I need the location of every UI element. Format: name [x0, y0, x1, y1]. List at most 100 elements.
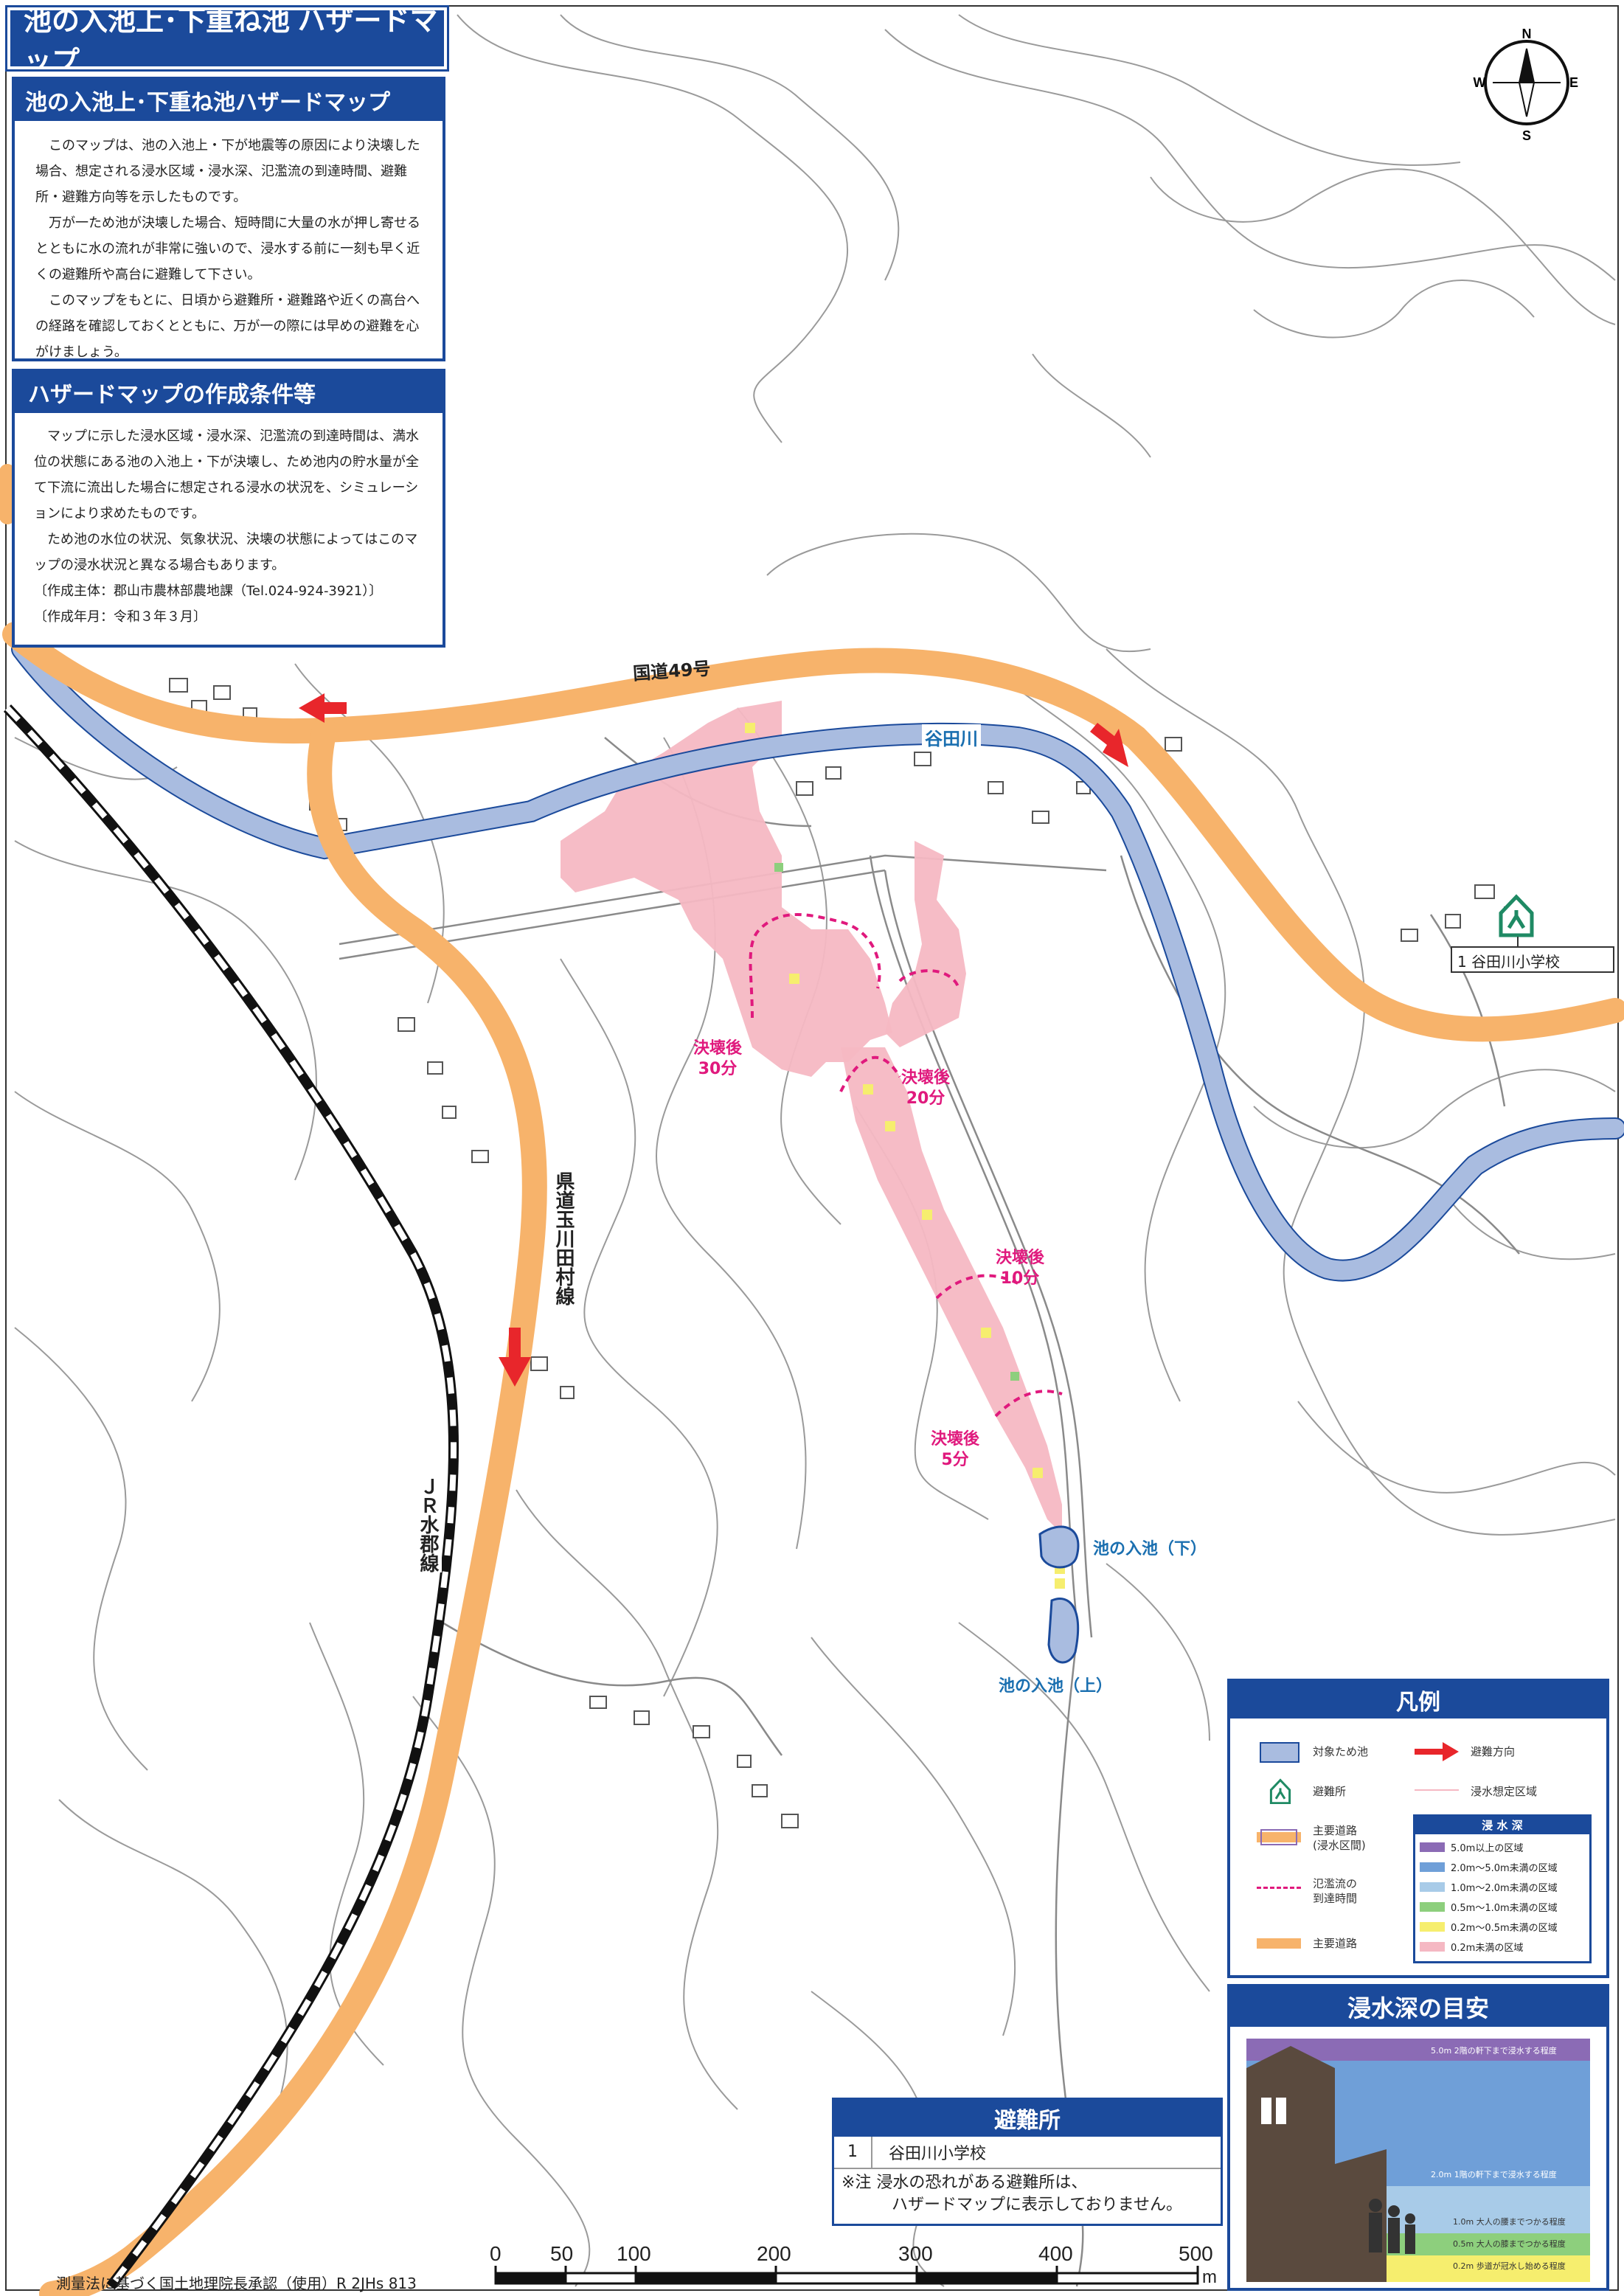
legend-shelter-icon	[1269, 1778, 1291, 1804]
depth-guide-item-05m: 0.5m 大人の膝までつかる程度	[1453, 2238, 1566, 2250]
evacuation-arrows	[299, 693, 1128, 1387]
arrival-20-line1: 決壊後	[901, 1069, 951, 1087]
national-route-49	[2, 622, 1624, 1042]
intro-paragraph-2: 万が一ため池が決壊した場合、短時間に大量の水が押し寄せるとともに水の流れが非常に…	[35, 215, 420, 282]
evac-arrow-east	[1090, 723, 1128, 767]
shelter-note-line1: ※注 浸水の恐れがある避難所は、	[842, 2174, 1088, 2192]
depth-legend-label: 5.0m以上の区域	[1451, 1843, 1524, 1854]
legend-evac-label: 避難方向	[1471, 1745, 1516, 1758]
legend-pond-label: 対象ため池	[1313, 1745, 1369, 1758]
main-roads	[0, 464, 1624, 2296]
legend-title: 凡例	[1230, 1682, 1606, 1718]
conditions-author: 〔作成主体：郡山市農林部農地課（Tel.024-924-3921）〕	[34, 583, 383, 599]
intro-paragraph-1: このマップは、池の入池上・下が地震等の原因により決壊した場合、想定される浸水区域…	[35, 138, 420, 205]
depth-legend-title: 浸 水 深	[1415, 1817, 1589, 1834]
depth-legend-row: 0.5m～1.0m未満の区域	[1420, 1897, 1585, 1917]
intro-heading: 池の入池上･下重ね池ハザードマップ	[15, 80, 443, 121]
shelter-icon	[1499, 894, 1534, 937]
label-shelter-school[interactable]: 1 谷田川小学校	[1457, 953, 1561, 971]
depth-guide-title: 浸水深の目安	[1230, 1987, 1606, 2027]
scale-tick-400: 400	[1038, 2242, 1073, 2265]
guide-2m-text: 1階の軒下まで浸水する程度	[1454, 2170, 1557, 2179]
guide-02m-value: 0.2m	[1453, 2261, 1474, 2271]
scale-tick-50: 50	[550, 2242, 574, 2265]
legend-flood-area-label: 浸水想定区域	[1471, 1785, 1538, 1798]
arrival-time-lines	[749, 913, 1063, 1418]
shelter-row-name: 谷田川小学校	[889, 2145, 987, 2163]
scale-bar	[494, 2266, 1199, 2285]
compass-n: N	[1522, 27, 1532, 41]
depth-guide-item-02m: 0.2m 歩道が冠水し始める程度	[1453, 2260, 1566, 2272]
conditions-date: 〔作成年月：令和３年３月〕	[34, 609, 207, 625]
depth-legend-swatch	[1420, 1842, 1445, 1852]
arrival-label-5min: 決壊後 5分	[931, 1429, 979, 1471]
arrival-label-20min: 決壊後 20分	[901, 1068, 950, 1109]
guide-1m-text: 大人の腰までつかる程度	[1476, 2217, 1566, 2227]
guide-5m-text: 2階の軒下まで浸水する程度	[1454, 2046, 1557, 2056]
guide-1m-value: 1.0m	[1453, 2217, 1474, 2227]
guide-5m-value: 5.0m	[1431, 2046, 1452, 2056]
arrival-label-10min: 決壊後 10分	[996, 1248, 1044, 1289]
legend-main-road-label: 主要道路	[1313, 1937, 1358, 1950]
flood-area-upper	[561, 701, 892, 1077]
depth-legend-swatch	[1420, 1902, 1445, 1912]
legend-main-road-flooded-swatch	[1257, 1829, 1301, 1845]
legend-evac-arrow	[1415, 1742, 1459, 1761]
depth-legend-label: 2.0m～5.0m未満の区域	[1451, 1863, 1558, 1874]
label-route-49: 国道49号	[632, 658, 712, 684]
conditions-heading: ハザードマップの作成条件等	[15, 372, 443, 413]
guide-02m-text: 歩道が冠水し始める程度	[1476, 2261, 1566, 2271]
compass: N S E W	[1474, 27, 1579, 143]
guide-05m-value: 0.5m	[1453, 2239, 1474, 2249]
depth-legend: 浸 水 深 5.0m以上の区域 2.0m～5.0m未満の区域 1.0m～2.0m未満…	[1413, 1814, 1592, 1963]
arrival-10-line2: 10分	[1000, 1269, 1040, 1288]
school-label-box	[1451, 946, 1614, 973]
depth-legend-swatch	[1420, 1862, 1445, 1872]
scale-tick-100: 100	[617, 2242, 651, 2265]
jr-suigun-line	[3, 704, 459, 2290]
target-ponds	[1038, 1525, 1080, 1664]
scale-tick-500: 500	[1179, 2242, 1213, 2265]
depth-legend-swatch	[1420, 1942, 1445, 1952]
guide-2m-value: 2.0m	[1431, 2170, 1452, 2179]
conditions-body: マップに示した浸水区域・浸水深、氾濫流の到達時間は、満水位の状態にある池の入池上…	[15, 413, 443, 630]
label-pref-road: 県道玉川田村線	[550, 1171, 577, 1305]
shelter-row-1[interactable]: 1 谷田川小学校	[834, 2137, 1221, 2169]
flood-area-valley	[841, 1047, 1062, 1534]
arrival-20-line2: 20分	[906, 1089, 945, 1108]
label-jr-line: ＪＲ水郡線	[414, 1477, 442, 1572]
depth-legend-label: 1.0m～2.0m未満の区域	[1451, 1883, 1558, 1894]
map-frame	[5, 5, 1619, 2291]
legend-main-road-swatch	[1257, 1938, 1301, 1949]
evac-arrow-west	[299, 693, 347, 723]
legend-arrival-line	[1257, 1887, 1301, 1889]
pond-lower	[1038, 1525, 1080, 1569]
depth-legend-row: 5.0m以上の区域	[1420, 1837, 1585, 1857]
conditions-paragraph-2: ため池の水位の状況、気象状況、決壊の状態によってはこのマップの浸水状況と異なる場…	[34, 532, 418, 573]
flood-depth-cells	[745, 723, 1065, 1589]
arrival-30-line2: 30分	[698, 1060, 738, 1078]
legend-shelter-label: 避難所	[1313, 1785, 1347, 1798]
depth-legend-row: 2.0m～5.0m未満の区域	[1420, 1857, 1585, 1877]
shelter-panel: 避難所 1 谷田川小学校 ※注 浸水の恐れがある避難所は、 ハザードマップに表示…	[832, 2098, 1223, 2226]
compass-e: E	[1569, 75, 1578, 90]
legend-panel: 凡例 対象ため池 避難方向 避難所 浸水想定区域 主要道路 (浸水区間) 氾濫流…	[1227, 1679, 1609, 1978]
depth-legend-rows: 5.0m以上の区域 2.0m～5.0m未満の区域 1.0m～2.0m未満の区域 0.5…	[1415, 1834, 1589, 1960]
shelter-row-no: 1	[834, 2137, 872, 2168]
depth-guide-item-2m: 2.0m 1階の軒下まで浸水する程度	[1431, 2168, 1557, 2180]
scale-tick-300: 300	[898, 2242, 933, 2265]
depth-legend-row: 0.2m未満の区域	[1420, 1937, 1585, 1957]
evac-arrow-south	[499, 1328, 531, 1387]
label-pond-upper: 池の入池（上）	[999, 1677, 1113, 1696]
arrival-5-line2: 5分	[941, 1451, 969, 1469]
scale-tick-0: 0	[490, 2242, 502, 2265]
guide-05m-text: 大人の膝までつかる程度	[1476, 2239, 1566, 2249]
shelter-note: ※注 浸水の恐れがある避難所は、 ハザードマップに表示しておりません。	[834, 2169, 1221, 2216]
page-title: 池の入池上･下重ね池 ハザードマップ	[5, 5, 449, 77]
conditions-paragraph-1: マップに示した浸水区域・浸水深、氾濫流の到達時間は、満水位の状態にある池の入池上…	[34, 429, 419, 521]
depth-legend-label: 0.2m～0.5m未満の区域	[1451, 1923, 1558, 1934]
scale-unit: m	[1202, 2267, 1217, 2287]
label-river: 谷田川	[922, 724, 981, 750]
flood-area-east-branch	[885, 841, 966, 1047]
